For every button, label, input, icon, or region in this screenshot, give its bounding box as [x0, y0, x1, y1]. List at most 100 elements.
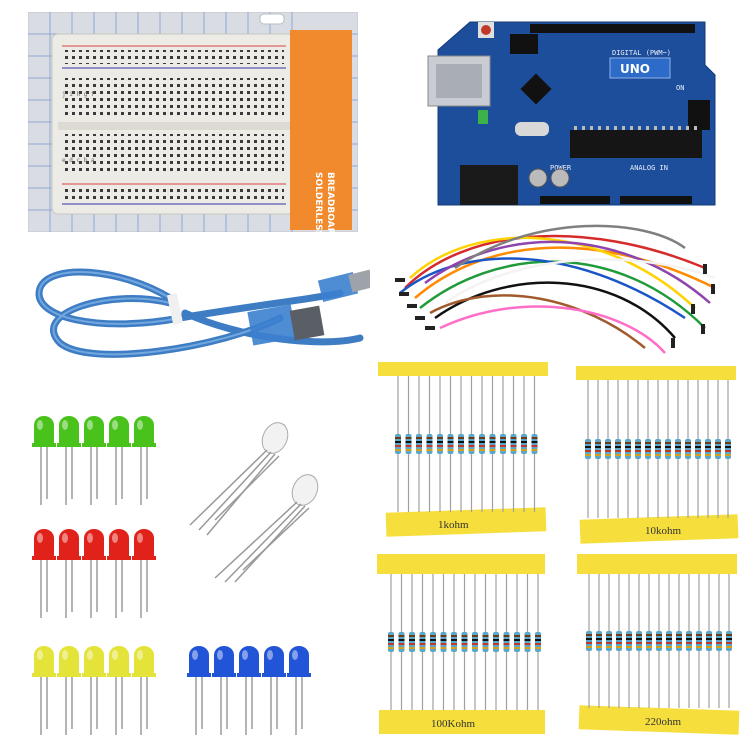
resistor [500, 376, 506, 512]
resistor-pack-10k: 10kohm [570, 362, 740, 547]
resistor-label-100k: 100Kohm [431, 718, 475, 730]
green-led-2 [57, 416, 81, 505]
red-led-4 [107, 529, 131, 618]
resistor [625, 380, 631, 518]
usb-cable [20, 258, 370, 378]
red-led-5 [132, 529, 156, 618]
green-led-5 [132, 416, 156, 505]
package-text-2: BREADBOARD [325, 172, 335, 232]
resistor [479, 376, 485, 512]
resistor [510, 376, 517, 512]
green-led-group [32, 416, 156, 505]
green-leds [30, 415, 160, 510]
resistor [409, 574, 415, 710]
resistor [531, 376, 538, 512]
resistor [395, 376, 401, 512]
resistor [493, 574, 499, 710]
resistor [726, 574, 732, 708]
resistor [535, 574, 541, 710]
red-led-2 [57, 529, 81, 618]
breadboard-package-graphic: SOLDERLESS BREADBOARD j i h g f e d c b … [28, 12, 358, 232]
resistor [626, 574, 632, 708]
resistor [715, 380, 721, 518]
resistor [645, 380, 651, 518]
resistor [596, 574, 602, 708]
rgb-led-2 [214, 474, 319, 583]
blue-led-2 [212, 646, 236, 735]
analog-label: ANALOG IN [630, 164, 668, 172]
resistor [725, 380, 731, 518]
jumper-wires-bundle [385, 208, 725, 358]
row-letters-top: j i h g f [62, 91, 95, 98]
arduino-board-graphic: UNO DIGITAL (PWM~) ON POWER ANALOG IN [427, 21, 716, 206]
resistor [665, 380, 671, 518]
resistor [666, 574, 672, 708]
resistor-pack-1k: 1kohm [378, 362, 558, 542]
resistor [656, 574, 662, 708]
resistor [430, 574, 436, 710]
resistor [514, 574, 520, 710]
resistor-label-10k: 10kohm [645, 525, 682, 537]
resistor [489, 376, 496, 512]
row-letters-bottom: e d c b a [62, 157, 95, 164]
rgb-led-1 [189, 422, 289, 536]
blue-led-3 [237, 646, 261, 735]
resistor [685, 380, 691, 518]
resistor [635, 380, 641, 518]
green-led-1 [32, 416, 56, 505]
resistor [468, 376, 475, 512]
resistor-pack-100k: 100Kohm [375, 550, 555, 740]
resistor [447, 376, 454, 512]
resistor [437, 376, 443, 512]
resistor [398, 574, 405, 710]
resistor [695, 380, 701, 518]
blue-led-group [187, 646, 311, 735]
blue-led-1 [187, 646, 211, 735]
resistor [524, 574, 531, 710]
resistor [521, 376, 527, 512]
resistor [405, 376, 412, 512]
resistor [388, 574, 394, 710]
resistor [616, 574, 622, 708]
red-leds [30, 528, 160, 623]
yellow-led-1 [32, 646, 56, 735]
resistor [426, 376, 433, 512]
resistor [716, 574, 722, 708]
resistor [646, 574, 652, 708]
yellow-led-2 [57, 646, 81, 735]
resistor [503, 574, 510, 710]
resistor-label-220: 220ohm [645, 716, 682, 728]
resistor [461, 574, 468, 710]
jumper-wires-graphic [395, 224, 716, 354]
resistor [705, 380, 711, 518]
package-text-1: SOLDERLESS [313, 172, 323, 232]
resistor [676, 574, 682, 708]
resistor-label-1k: 1kohm [438, 519, 469, 531]
resistor [451, 574, 457, 710]
digital-label: DIGITAL (PWM~) [612, 49, 671, 57]
resistor-pack-graphic: 1kohm [378, 362, 548, 537]
green-led-4 [107, 416, 131, 505]
resistor [458, 376, 464, 512]
resistor [696, 574, 702, 708]
resistor-pack-220: 220ohm [575, 550, 745, 740]
resistor [416, 376, 422, 512]
blue-led-4 [262, 646, 286, 735]
resistor [585, 380, 591, 518]
resistor [636, 574, 642, 708]
resistor [655, 380, 661, 518]
resistor [472, 574, 478, 710]
resistor [686, 574, 692, 708]
yellow-leds [30, 645, 160, 740]
resistor [482, 574, 489, 710]
rgb-led-graphic [189, 422, 319, 583]
resistor [606, 574, 612, 708]
green-led-3 [82, 416, 106, 505]
resistor [440, 574, 447, 710]
blue-leds [185, 645, 315, 740]
rgb-leds [185, 410, 335, 585]
resistor-pack-graphic: 220ohm [577, 554, 740, 735]
resistor [675, 380, 681, 518]
resistor [586, 574, 592, 708]
resistor-pack-graphic: 10kohm [576, 366, 739, 544]
